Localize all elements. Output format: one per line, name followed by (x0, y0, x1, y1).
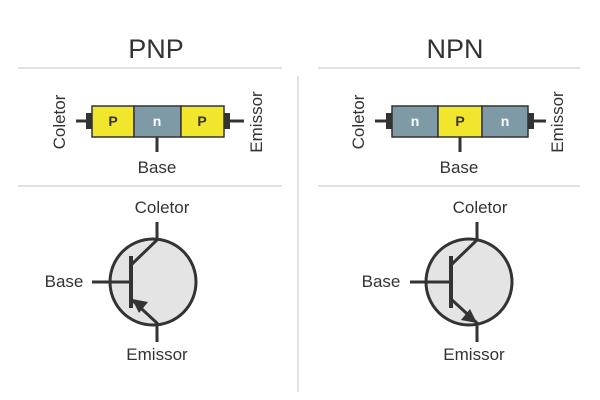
pnp-title: PNP (128, 34, 184, 64)
pnp-emitter-contact (224, 113, 230, 129)
pnp-symbol-base-label: Base (45, 272, 84, 291)
npn-symbol-base-label: Base (362, 272, 401, 291)
npn-emitter-contact (528, 113, 534, 129)
npn-symbol-arrow (461, 309, 477, 323)
npn-collector-contact (386, 113, 392, 129)
npn-segment-3-label: n (501, 113, 510, 129)
pnp-structure: P n P Base Coletor Emissor (50, 91, 266, 177)
npn-base-label: Base (440, 158, 479, 177)
pnp-segment-3-label: P (197, 113, 206, 129)
npn-symbol-emitter-label: Emissor (443, 345, 505, 364)
npn-segment-2-label: P (455, 113, 464, 129)
pnp-segment-3 (180, 105, 225, 138)
npn-emitter-label: Emissor (548, 91, 567, 153)
pnp-base-label: Base (138, 158, 177, 177)
pnp-symbol: Coletor Base Emissor (45, 198, 198, 364)
pnp-collector-contact (86, 113, 92, 129)
npn-symbol-collector-label: Coletor (453, 198, 508, 217)
npn-structure: n P n Base Coletor Emissor (349, 91, 567, 177)
npn-panel: NPN n P n Base Coletor Emissor Coletor B… (318, 34, 580, 364)
pnp-segment-2-label: n (153, 113, 162, 129)
pnp-symbol-collector-lead (129, 222, 159, 267)
pnp-symbol-arrow (132, 299, 148, 313)
npn-collector-label: Coletor (349, 94, 368, 149)
pnp-panel: PNP P n P Base Coletor Emissor Coletor B… (18, 34, 282, 364)
pnp-emitter-label: Emissor (247, 91, 266, 153)
pnp-symbol-collector-label: Coletor (135, 198, 190, 217)
pnp-collector-label: Coletor (50, 94, 69, 149)
npn-segment-2 (437, 105, 483, 138)
pnp-segment-1-label: P (108, 113, 117, 129)
npn-segment-1-label: n (411, 113, 420, 129)
npn-symbol: Coletor Base Emissor (362, 198, 514, 364)
npn-symbol-collector-lead (449, 222, 479, 267)
npn-title: NPN (426, 34, 483, 64)
pnp-symbol-emitter-label: Emissor (126, 345, 188, 364)
